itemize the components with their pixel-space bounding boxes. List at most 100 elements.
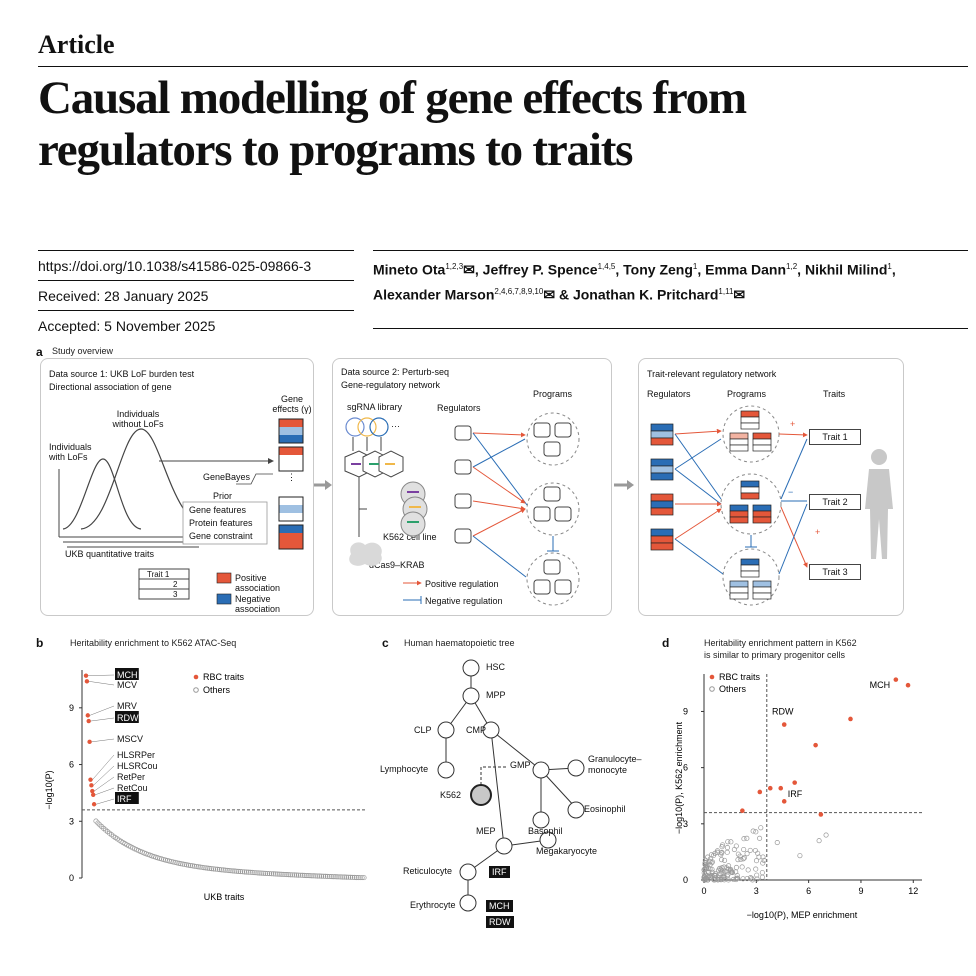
node-lymphocyte: Lymphocyte [380,764,429,774]
label-leader [89,705,115,716]
other-point [328,874,334,880]
author-name[interactable]: Nikhil Milind [804,261,888,278]
other-point [759,874,765,880]
article-title: Causal modelling of gene effects from re… [38,72,958,176]
plus-sign: + [790,419,796,429]
other-point [224,867,230,873]
node-clp: CLP [414,725,432,735]
other-point [723,865,730,871]
other-point [270,871,276,877]
other-point [731,846,737,853]
other-point [359,875,365,881]
other-point [756,854,762,860]
other-point [195,864,201,870]
other-point [284,872,290,878]
other-point [334,874,340,880]
other-point [706,869,712,875]
trait-network-diagram [650,405,893,606]
node-basophil: Basophil [528,826,563,836]
other-point [707,866,713,872]
data-source-1-box: Data source 1: UKB LoF burden test Direc… [40,358,314,616]
rbc-point [818,812,824,817]
node-reticulocyte: Reticulocyte [403,866,453,876]
author-name[interactable]: Tony Zeng [623,261,693,278]
other-point [251,870,257,876]
other-point [351,874,357,881]
other-point [757,835,763,841]
node-erythrocyte: Erythrocyte [410,900,456,910]
other-point [711,876,717,882]
other-point [286,872,292,878]
other-point [749,877,756,883]
rbc-point [88,777,93,782]
other-point [324,873,330,879]
trait-network-box: Trait-relevant regulatory network Regula… [638,358,904,616]
author-name[interactable]: Alexander Marson [373,286,495,303]
other-point [207,865,213,871]
other-point [712,873,718,879]
doi-link[interactable]: https://doi.org/10.1038/s41586-025-09866… [38,258,312,274]
other-point [187,862,194,869]
other-point [319,873,325,879]
label-leader [94,776,115,792]
x-axis-label: −log10(P), MEP enrichment [747,910,858,920]
other-point [189,863,195,869]
other-point [710,853,716,859]
node-hsc: HSC [486,662,506,672]
prior-label: Prior [213,491,233,501]
other-point [332,874,338,880]
meta-rule-2 [38,310,354,311]
author-name[interactable]: Emma Dann [705,261,787,278]
other-point [185,862,192,868]
email-icon[interactable]: ✉ [463,261,475,278]
email-icon[interactable]: ✉ [543,286,556,303]
y-axis-label: −log10(P), K562 enrichment [674,721,684,834]
other-point [703,865,710,871]
node-cmp: CMP [466,725,486,735]
arrow-2-to-3 [614,480,634,490]
panel-d-letter: d [662,636,670,650]
other-point [184,862,190,868]
other-point [722,857,728,863]
other-point [760,854,766,860]
point-label: HLSRCou [117,761,158,771]
rbc-point [792,780,797,785]
other-point [320,873,327,879]
other-point [209,866,215,872]
human-silhouette [865,449,893,559]
trait-1-box: Trait 1 [809,429,861,445]
other-point [709,869,715,875]
other-point [259,870,265,876]
other-point [166,858,172,864]
other-point [721,877,727,883]
author-name[interactable]: Jeffrey P. Spence [482,261,598,278]
affiliation-sup: 1,4,5 [597,262,616,271]
rbc-point [757,789,763,795]
sgrna-ellipsis: ··· [391,421,400,431]
authors-rule-top [373,250,968,251]
other-point [744,851,750,857]
other-point [309,873,315,879]
other-point [741,836,747,842]
other-point [293,872,300,878]
other-point [735,875,741,881]
k562-cell-line-label: K562 cell line [383,532,437,542]
other-point [740,856,746,862]
gene-constraint-label: Gene constraint [189,531,253,541]
other-point [276,871,282,877]
other-point [172,859,178,865]
other-point [707,862,713,868]
email-icon[interactable]: ✉ [733,286,746,303]
other-point [744,876,750,882]
author-name[interactable]: Mineto Ota [373,261,446,278]
point-label: RetCou [117,783,148,793]
point-label: HLSRPer [117,750,155,760]
other-point [752,848,758,854]
positive-association-label: Positive association [235,573,281,593]
author-name[interactable]: Jonathan K. Pritchard [572,286,719,303]
affiliation-sup: 1,2 [786,262,798,271]
other-point [725,839,731,845]
other-point [191,863,197,869]
ukb-traits-axis-label: UKB quantitative traits [65,549,155,559]
panel-c-title: Human haematopoietic tree [404,638,515,648]
